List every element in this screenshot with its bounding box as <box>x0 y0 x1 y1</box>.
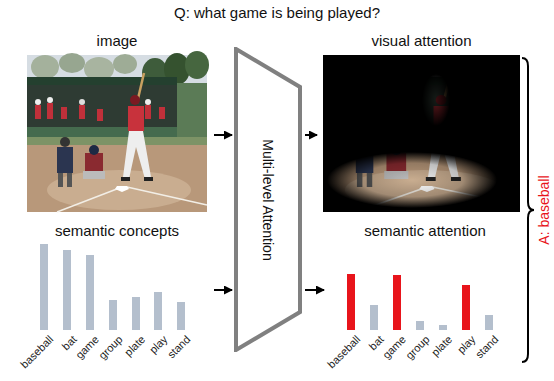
attention-highlight <box>323 51 522 212</box>
question-title: Q: what game is being played? <box>0 4 554 22</box>
concept-label: baseball <box>18 333 56 371</box>
illustration-part <box>347 274 355 330</box>
photo <box>27 51 209 212</box>
concept-label: plate <box>122 333 148 359</box>
concept-label: plate <box>429 333 455 359</box>
illustration-part <box>40 244 48 330</box>
flow-arrow <box>305 289 324 291</box>
attention-bars <box>347 274 493 330</box>
chart-panel: semantic attention <box>326 222 524 332</box>
image-panel: image <box>23 32 211 212</box>
concept-label: group <box>403 333 432 362</box>
curly-bracket <box>522 58 534 362</box>
panel-heading: visual attention <box>319 32 524 50</box>
illustration-part <box>109 300 117 330</box>
concept-label: stand <box>165 333 193 361</box>
panel-heading: image <box>23 32 211 50</box>
trapezoid-outline <box>236 49 300 350</box>
concept-label: game <box>380 333 408 361</box>
attention-module: Multi-level Attention <box>234 47 302 352</box>
illustration-part <box>485 315 493 330</box>
module-label: Multi-level Attention <box>260 139 276 260</box>
illustration-part <box>63 250 71 330</box>
illustration-part <box>154 292 162 330</box>
illustration-part <box>132 297 140 330</box>
illustration-part <box>177 302 185 330</box>
flow-arrow <box>214 289 232 291</box>
illustration-part <box>416 321 424 330</box>
panel-heading: semantic attention <box>326 222 524 240</box>
image-panel: visual attention <box>319 32 524 212</box>
concept-label: stand <box>473 333 501 361</box>
flow-arrow <box>305 134 317 136</box>
concept-label: game <box>73 333 101 361</box>
illustration-part <box>462 285 470 330</box>
concept-label: group <box>96 333 125 362</box>
panel-heading: semantic concepts <box>23 222 211 240</box>
illustration-part <box>323 51 522 212</box>
answer-label: A: baseball <box>535 175 551 244</box>
chart-panel: semantic concepts <box>23 222 211 332</box>
illustration-part <box>393 275 401 330</box>
concept-label: baseball <box>325 333 363 371</box>
concept-bars <box>40 244 185 330</box>
flow-arrow <box>214 134 232 136</box>
illustration-part <box>370 305 378 330</box>
illustration-part <box>86 255 94 330</box>
illustration-part <box>439 325 447 330</box>
